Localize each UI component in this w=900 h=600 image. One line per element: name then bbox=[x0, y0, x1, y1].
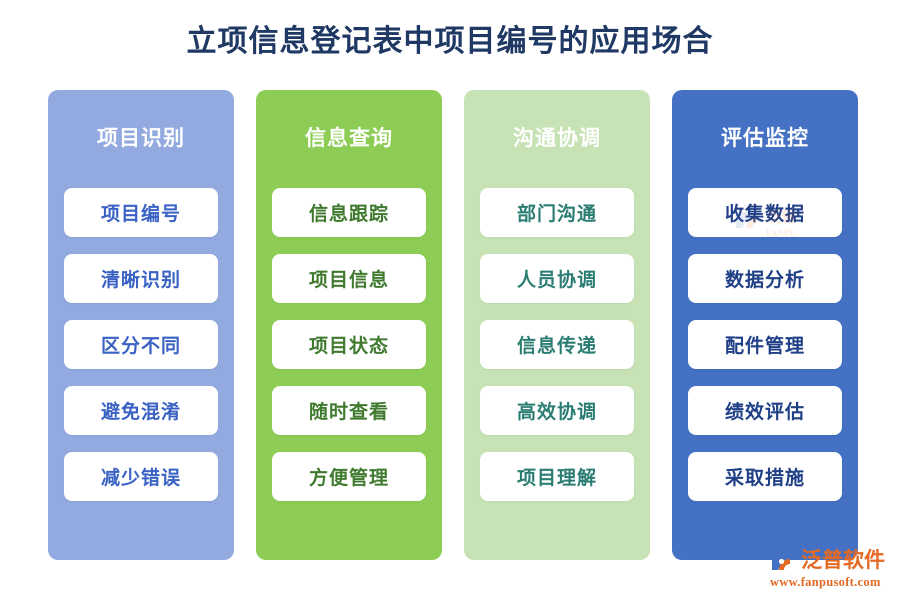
item-card[interactable]: 项目状态 bbox=[272, 320, 426, 369]
brand-name: 泛普软件 bbox=[801, 549, 885, 572]
column-evaluation-monitoring[interactable]: 评估监控 收集数据 数据分析 配件管理 绩效评估 采取措施 泛普 FANPU bbox=[672, 90, 858, 560]
brand-logo[interactable]: 泛普软件 www.fanpusoft.com bbox=[770, 546, 894, 592]
brand-url: www.fanpusoft.com bbox=[770, 575, 881, 589]
item-card[interactable]: 项目信息 bbox=[272, 254, 426, 303]
item-card[interactable]: 绩效评估 bbox=[688, 386, 842, 435]
column-project-identification[interactable]: 项目识别 项目编号 清晰识别 区分不同 避免混淆 减少错误 bbox=[48, 90, 234, 560]
column-header: 信息查询 bbox=[305, 127, 393, 150]
item-card[interactable]: 配件管理 bbox=[688, 320, 842, 369]
item-card[interactable]: 随时查看 bbox=[272, 386, 426, 435]
item-card[interactable]: 高效协调 bbox=[480, 386, 634, 435]
item-card[interactable]: 避免混淆 bbox=[64, 386, 218, 435]
column-header: 评估监控 bbox=[721, 127, 809, 150]
item-card[interactable]: 减少错误 bbox=[64, 452, 218, 501]
category-columns: 项目识别 项目编号 清晰识别 区分不同 避免混淆 减少错误 信息查询 信息跟踪 … bbox=[48, 90, 858, 560]
item-card[interactable]: 区分不同 bbox=[64, 320, 218, 369]
item-card[interactable]: 方便管理 bbox=[272, 452, 426, 501]
item-card[interactable]: 收集数据 bbox=[688, 188, 842, 237]
item-card[interactable]: 数据分析 bbox=[688, 254, 842, 303]
item-card[interactable]: 信息跟踪 bbox=[272, 188, 426, 237]
item-card[interactable]: 采取措施 bbox=[688, 452, 842, 501]
column-header: 项目识别 bbox=[97, 127, 185, 150]
item-card[interactable]: 人员协调 bbox=[480, 254, 634, 303]
column-information-query[interactable]: 信息查询 信息跟踪 项目信息 项目状态 随时查看 方便管理 bbox=[256, 90, 442, 560]
item-card[interactable]: 项目理解 bbox=[480, 452, 634, 501]
item-card[interactable]: 信息传递 bbox=[480, 320, 634, 369]
item-card[interactable]: 清晰识别 bbox=[64, 254, 218, 303]
fanpu-logo-icon bbox=[772, 552, 790, 570]
brand-row: 泛普软件 bbox=[770, 546, 885, 576]
item-card[interactable]: 项目编号 bbox=[64, 188, 218, 237]
page-title: 立项信息登记表中项目编号的应用场合 bbox=[186, 25, 714, 58]
column-communication-coordination[interactable]: 沟通协调 部门沟通 人员协调 信息传递 高效协调 项目理解 bbox=[464, 90, 650, 560]
item-card[interactable]: 部门沟通 bbox=[480, 188, 634, 237]
column-header: 沟通协调 bbox=[513, 127, 601, 150]
